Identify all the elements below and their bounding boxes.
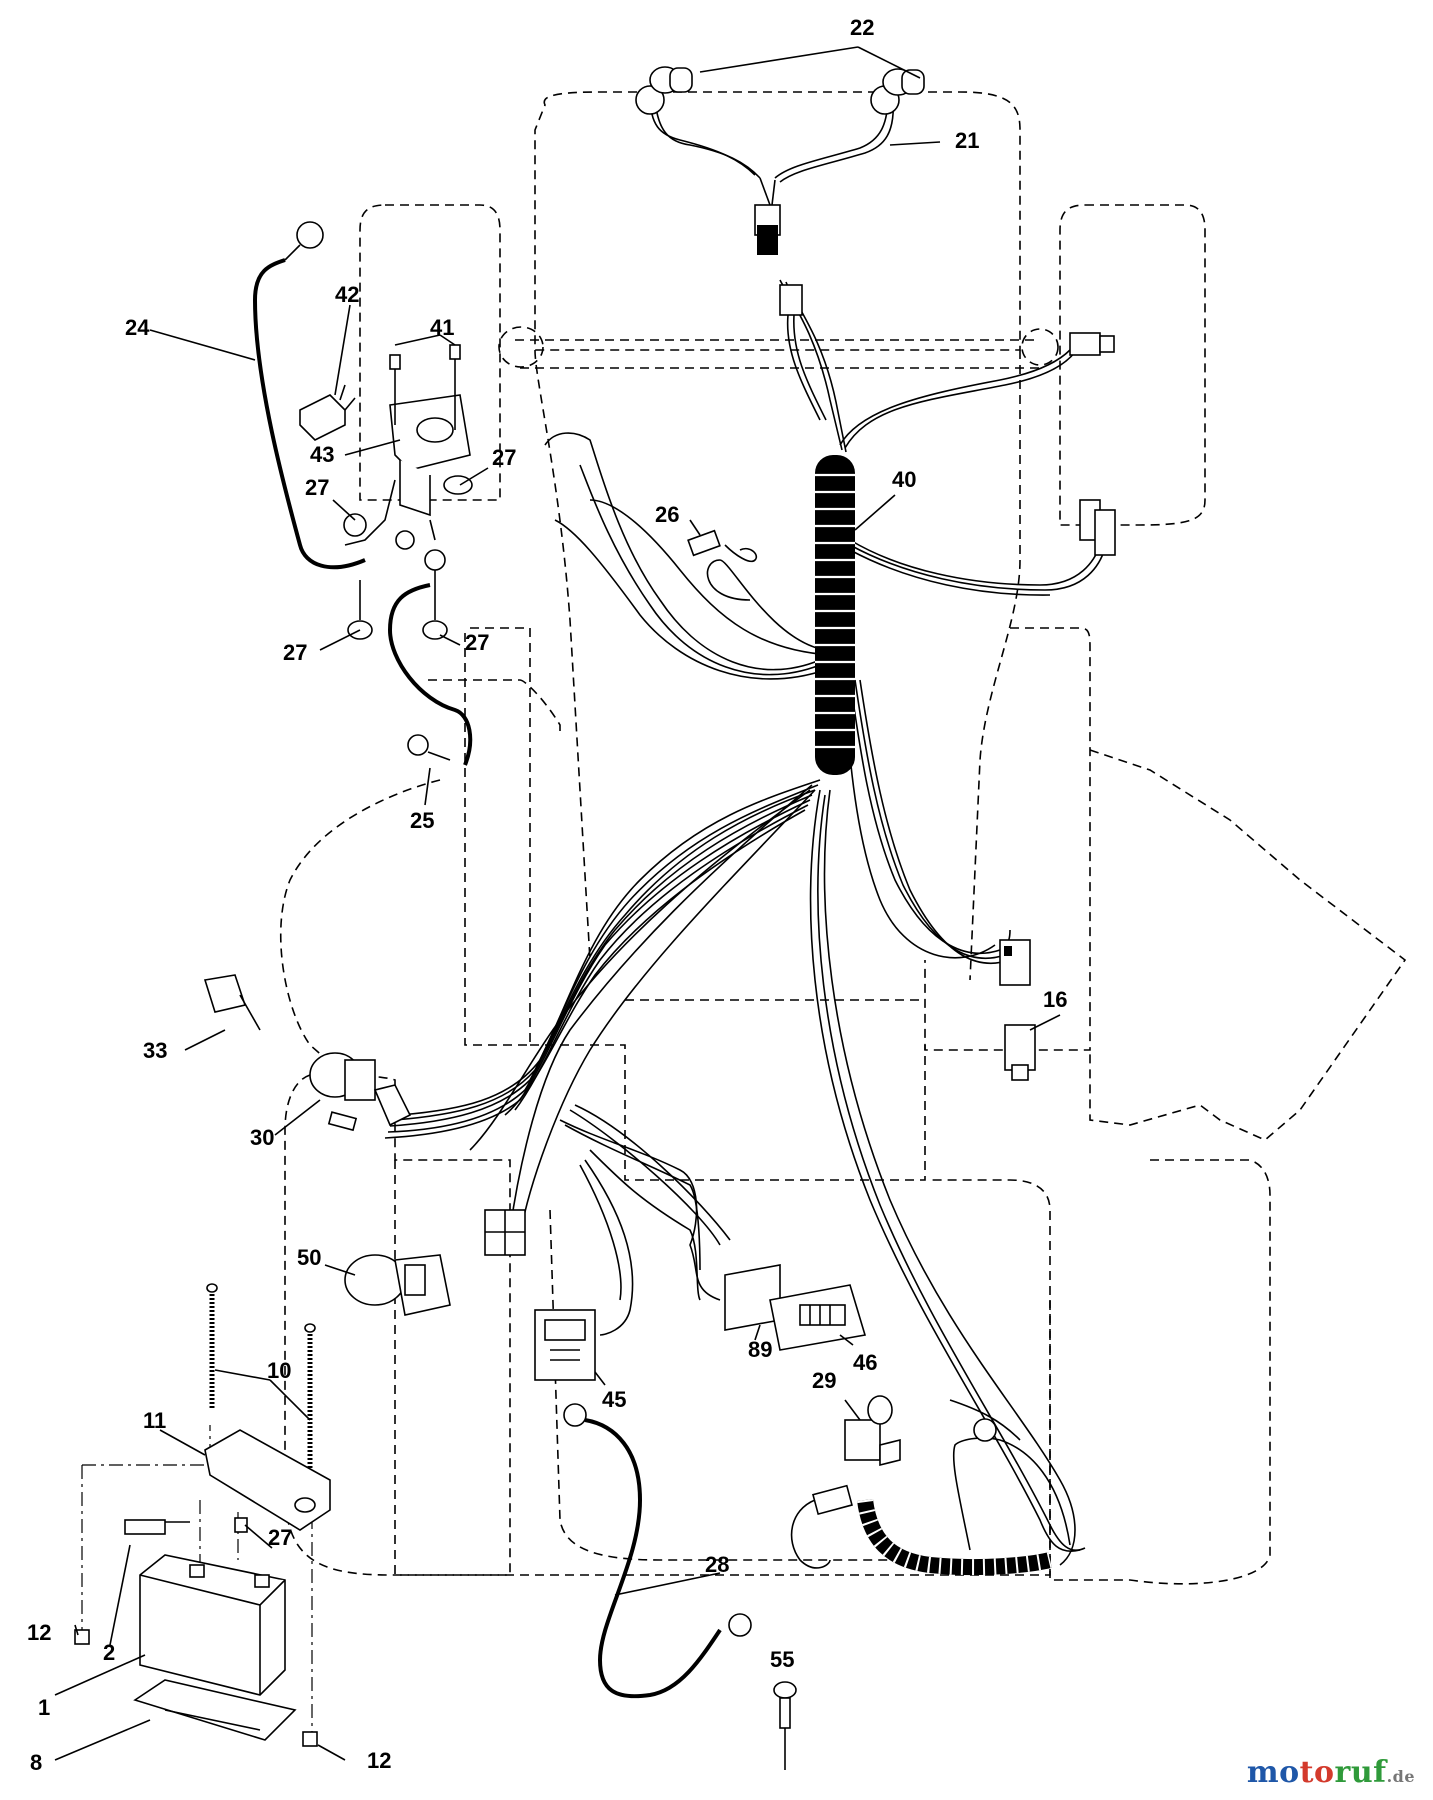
ignition-switch <box>203 974 412 1132</box>
callout-30: 30 <box>250 1125 274 1150</box>
callout-33: 33 <box>143 1038 167 1063</box>
callout-22: 22 <box>850 15 874 40</box>
callout-45: 45 <box>602 1387 626 1412</box>
battery <box>74 1517 318 1747</box>
switch-50 <box>344 1254 451 1316</box>
battery-holddown <box>204 1283 331 1531</box>
solenoid-assembly <box>299 344 473 640</box>
callout-43: 43 <box>310 442 334 467</box>
watermark-part-2: to <box>1299 1755 1335 1790</box>
callout-11: 11 <box>143 1408 166 1433</box>
callout-27-battery: 27 <box>268 1525 292 1550</box>
callout-89: 89 <box>748 1337 772 1362</box>
fuse-26 <box>687 529 758 563</box>
ground-cable-28 <box>563 1403 997 1699</box>
harness-wrap-40 <box>815 455 855 775</box>
callout-12-left: 12 <box>27 1620 51 1645</box>
callout-26: 26 <box>655 502 679 527</box>
watermark-logo: motoruf.de <box>1247 1755 1415 1790</box>
callout-42: 42 <box>335 282 359 307</box>
callout-27-lower-right: 27 <box>465 630 489 655</box>
connector-block <box>484 1209 526 1256</box>
battery-cable-25 <box>387 583 473 766</box>
watermark-part-1: mo <box>1246 1755 1300 1790</box>
callout-29: 29 <box>812 1368 836 1393</box>
callout-12-right: 12 <box>367 1748 391 1773</box>
callout-21: 21 <box>955 128 979 153</box>
hour-meter-45 <box>534 1309 596 1381</box>
connector-16 <box>999 939 1036 1081</box>
callout-28: 28 <box>705 1552 729 1577</box>
watermark-part-3: ruf <box>1334 1755 1387 1790</box>
callout-55: 55 <box>770 1647 794 1672</box>
callout-27-left: 27 <box>305 475 329 500</box>
callout-27-lower-left: 27 <box>283 640 307 665</box>
callout-1: 1 <box>38 1695 50 1720</box>
fuel-solenoid-29 <box>790 1395 901 1569</box>
watermark-suffix: .de <box>1386 1767 1415 1786</box>
headlights <box>635 66 925 421</box>
callout-50: 50 <box>297 1245 321 1270</box>
callout-10: 10 <box>267 1358 291 1383</box>
callout-41: 41 <box>430 315 454 340</box>
callout-46: 46 <box>853 1350 877 1375</box>
gauge-46 <box>724 1264 867 1351</box>
leader-lines <box>54 46 1061 1761</box>
callout-numbers: 22 21 24 42 41 43 27 27 27 27 27 40 26 2… <box>27 15 1067 1775</box>
screw-55 <box>773 1681 797 1770</box>
callout-16: 16 <box>1043 987 1067 1012</box>
front-right-connectors <box>1069 332 1116 556</box>
coiled-wire <box>857 1498 1052 1576</box>
callout-40: 40 <box>892 467 916 492</box>
callout-24: 24 <box>125 315 150 340</box>
callout-25: 25 <box>410 808 434 833</box>
battery-cable-24 <box>252 221 366 570</box>
main-harness <box>384 279 1106 1566</box>
callout-27-right: 27 <box>492 445 516 470</box>
callout-8: 8 <box>30 1750 42 1775</box>
callout-2: 2 <box>103 1640 115 1665</box>
